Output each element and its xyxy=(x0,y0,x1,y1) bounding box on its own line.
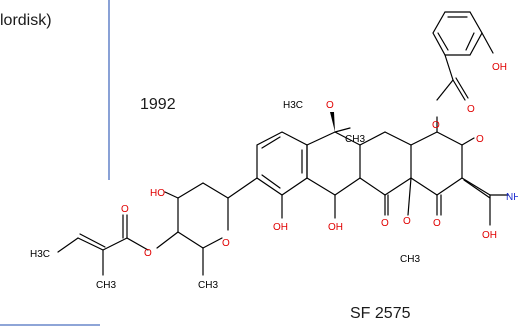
salicylate-benzene-ring xyxy=(432,11,494,81)
atom-label: O xyxy=(432,120,440,131)
atom-label: NH xyxy=(506,192,518,203)
caption-top-left: lordisk) xyxy=(0,12,52,29)
atom-label: OH xyxy=(273,222,288,233)
atom-label: O xyxy=(144,248,152,259)
atom-label: HO xyxy=(150,188,165,199)
ring-a-aromatic xyxy=(227,131,308,219)
atom-label: O xyxy=(222,238,230,249)
atom-label: CH3 xyxy=(345,134,365,145)
atom-label: OH xyxy=(482,230,497,241)
year-label: 1992 xyxy=(140,96,176,113)
ring-c xyxy=(359,131,412,216)
atom-label: O xyxy=(433,218,441,229)
atom-label: OH xyxy=(328,222,343,233)
atom-label: O xyxy=(121,204,129,215)
ring-d xyxy=(410,131,509,226)
atom-label: O xyxy=(467,104,475,115)
tiglate-ester xyxy=(57,214,149,276)
atom-label: O xyxy=(403,216,411,227)
atom-label: H3C xyxy=(283,100,303,111)
atom-label: O xyxy=(326,100,334,111)
ring-b xyxy=(306,112,361,219)
atom-label: O xyxy=(381,218,389,229)
atom-label: CH3 xyxy=(96,280,116,291)
compound-name-label: SF 2575 xyxy=(350,305,411,322)
atom-label: CH3 xyxy=(198,280,218,291)
sugar-ring xyxy=(156,182,229,276)
salicylate-ester-group xyxy=(436,77,469,133)
atom-label: O xyxy=(476,134,484,145)
atom-label: OH xyxy=(492,62,507,73)
atom-label: H3C xyxy=(30,249,50,260)
atom-label: CH3 xyxy=(400,254,420,265)
